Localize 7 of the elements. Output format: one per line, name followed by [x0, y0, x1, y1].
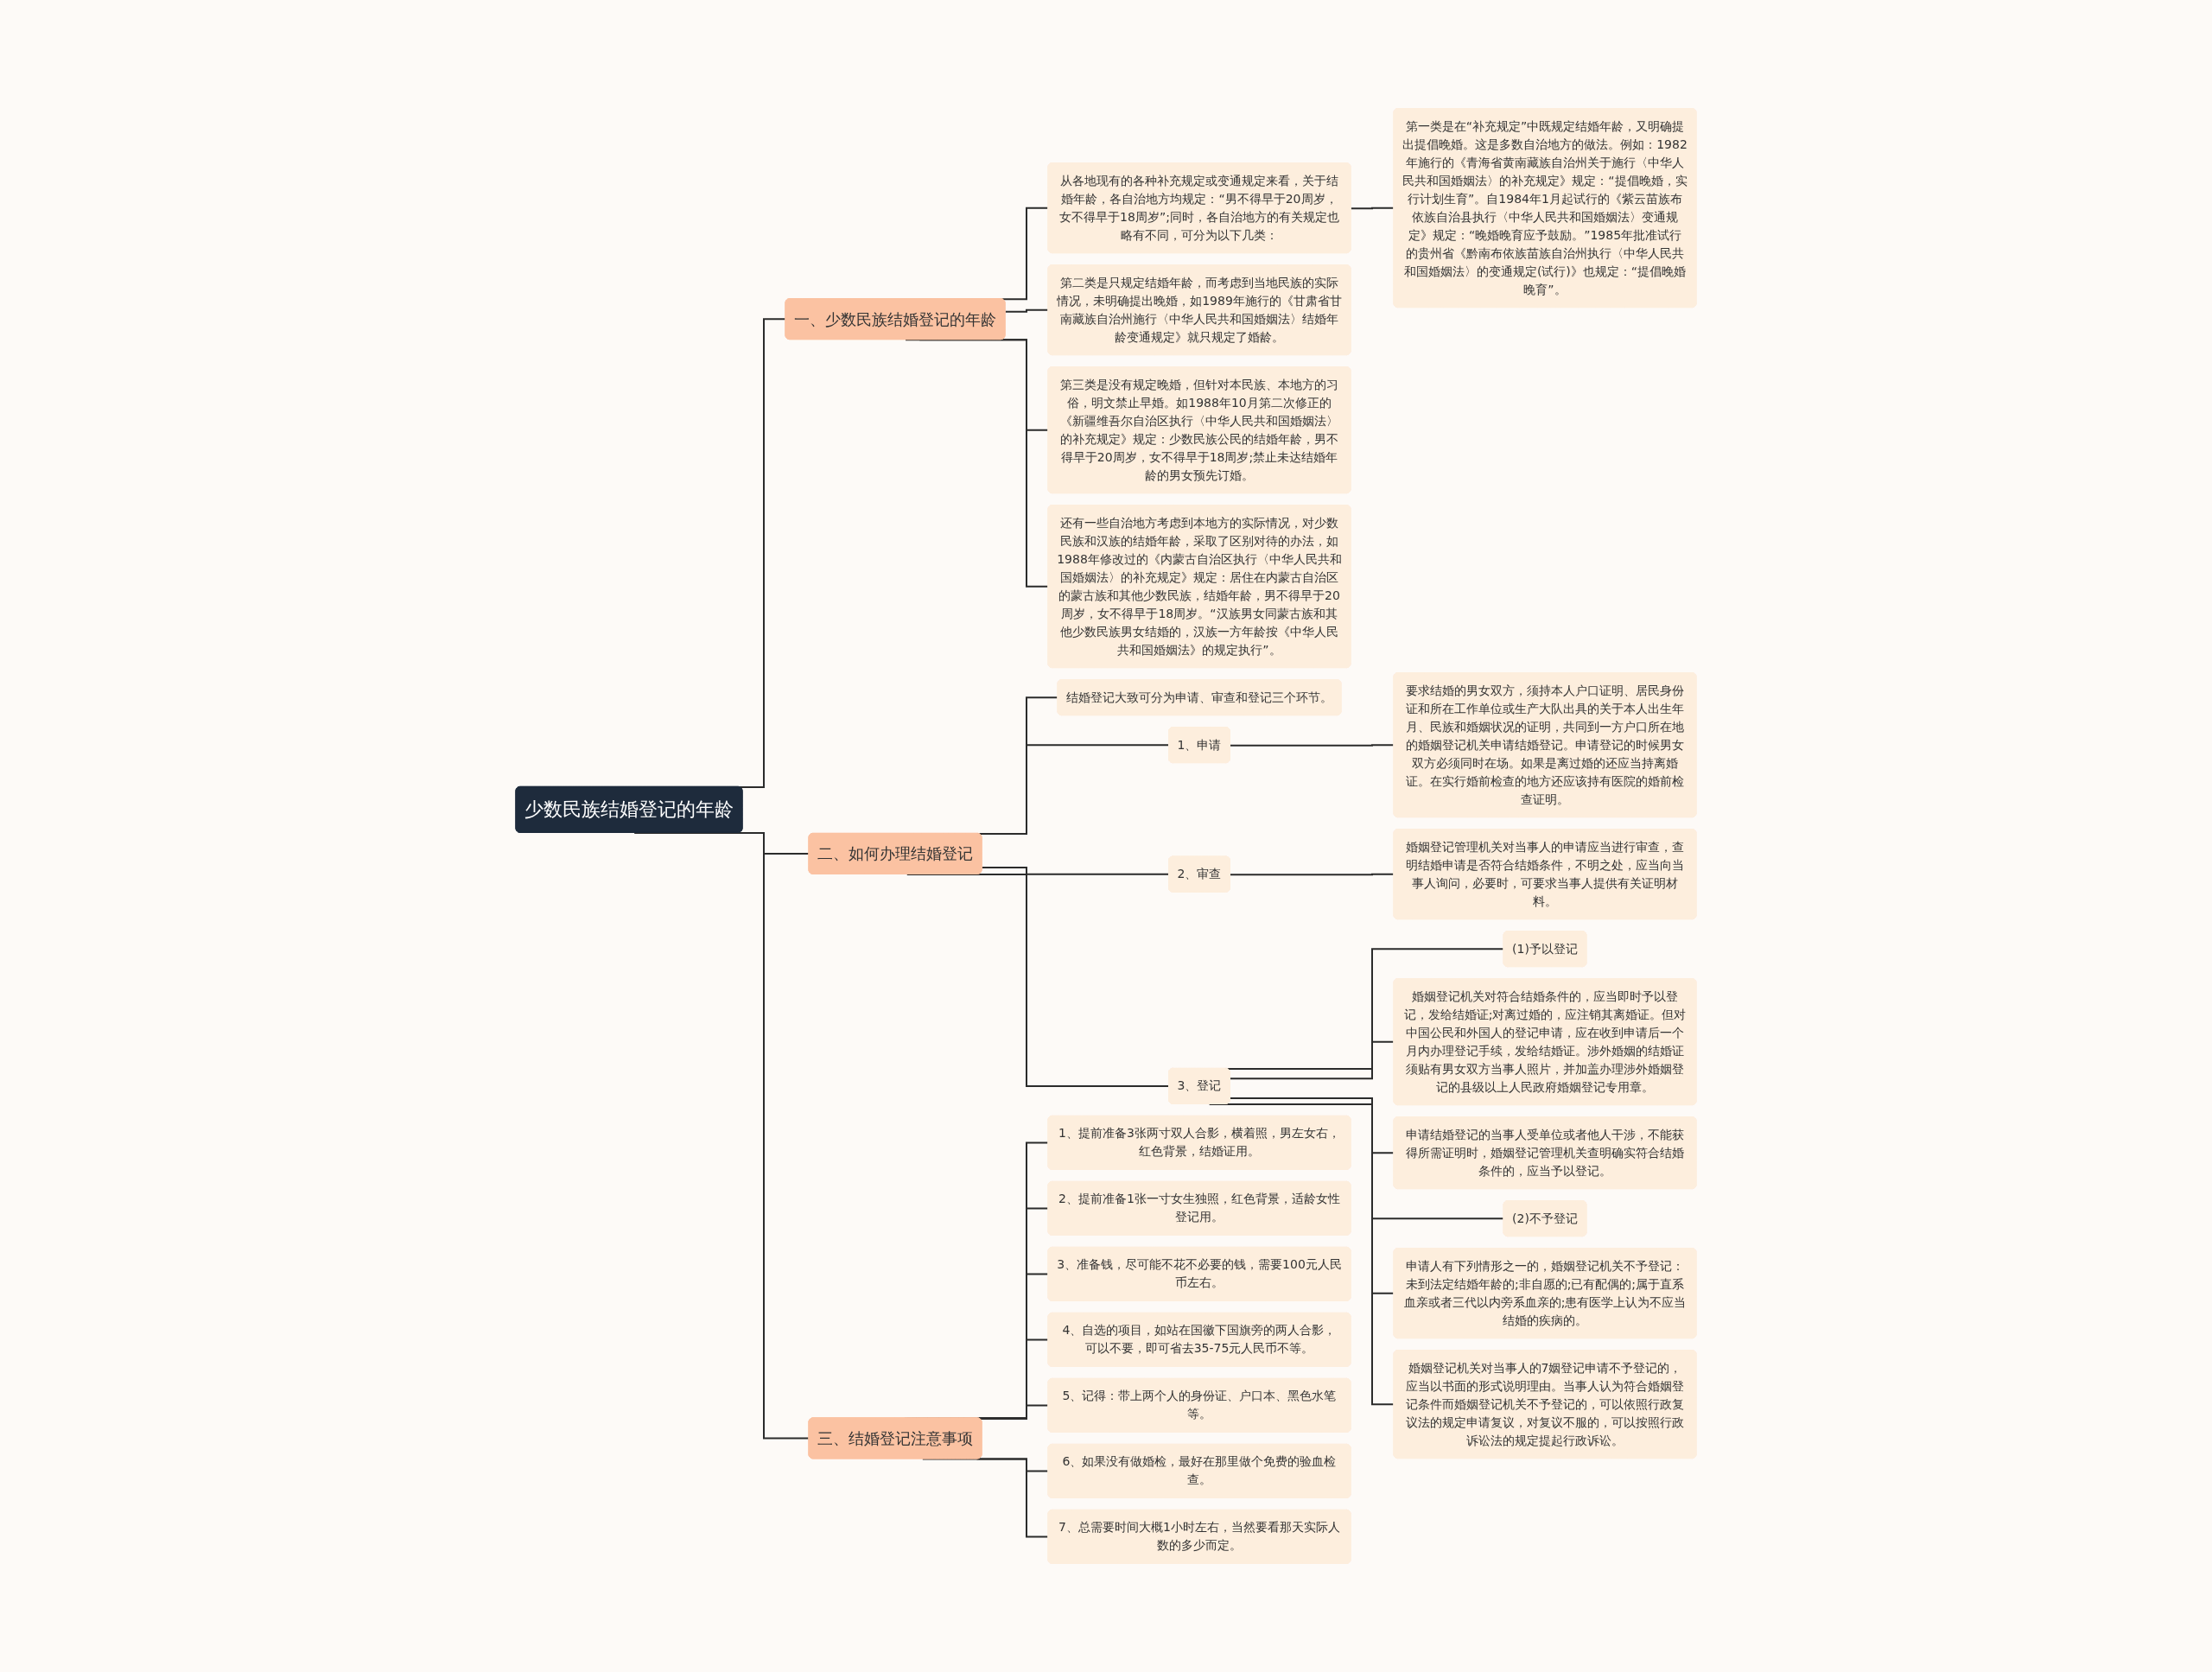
connector — [1350, 207, 1395, 210]
connector — [1229, 1097, 1395, 1154]
connector — [1004, 308, 1050, 313]
connector — [1229, 1040, 1395, 1080]
connector — [1229, 744, 1395, 747]
connector — [1229, 873, 1395, 876]
connector — [905, 339, 1050, 588]
